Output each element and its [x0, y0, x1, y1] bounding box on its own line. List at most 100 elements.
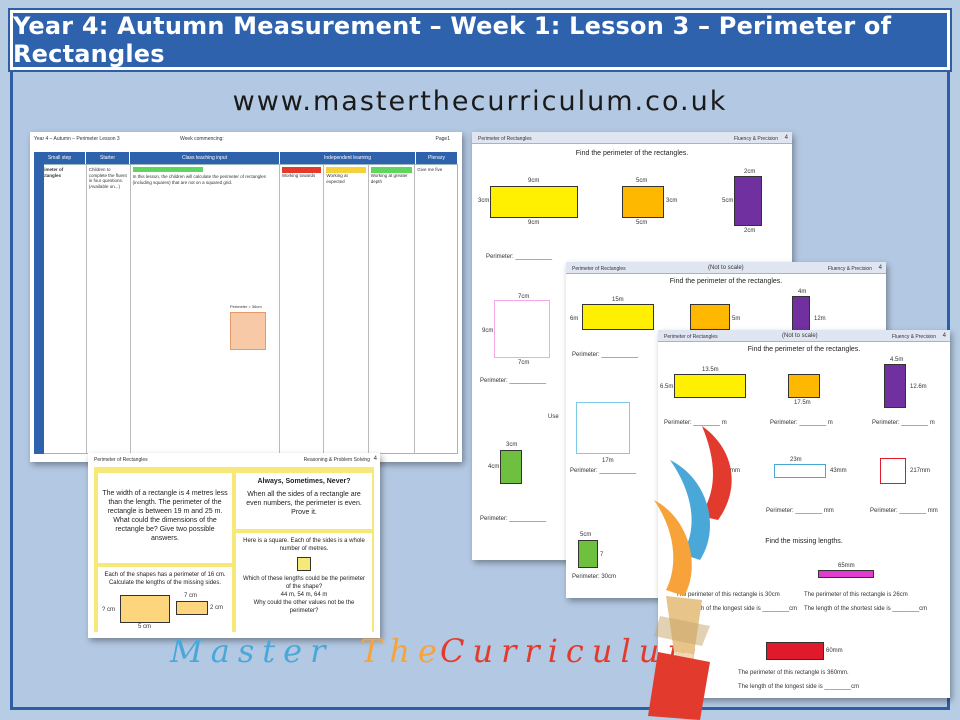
- dimension-label: ? cm: [102, 607, 116, 613]
- sheet-header: Perimeter of Rectangles: [94, 457, 148, 463]
- lesson-plan-sheet: Year 4 – Autumn – Perimeter Lesson 3 Wee…: [30, 132, 462, 462]
- always-sometimes-never: Always, Sometimes, Never? When all the s…: [236, 473, 372, 529]
- green-rectangle: [500, 450, 522, 484]
- green-rectangle: [578, 540, 598, 568]
- orange-shape-1: [120, 595, 170, 623]
- dimension-label: 65mm: [838, 563, 855, 569]
- dimension-label: 17.5m: [794, 400, 811, 406]
- sheet-header-strip: [658, 330, 950, 342]
- lesson-side-tab: [34, 164, 44, 454]
- fluency-sheet-3: Perimeter of Rectangles (Not to scale) F…: [658, 330, 950, 698]
- dimension-label: 9cm: [528, 178, 540, 184]
- dimension-label: 4.5m: [890, 357, 904, 363]
- sheet-number: 4: [942, 333, 946, 339]
- dimension-label: 6.5m: [660, 384, 674, 390]
- column-header: Plenary: [416, 152, 458, 164]
- sheet-header-strip: [566, 262, 886, 274]
- not-to-scale: (Not to scale): [708, 265, 744, 271]
- sheet-header: Perimeter of Rectangles: [664, 334, 718, 340]
- dimension-label: 5cm: [580, 532, 592, 538]
- logo-word-curriculum: Curriculum: [440, 632, 706, 670]
- missing-lengths: Find the missing lengths.: [765, 538, 843, 545]
- perimeter-answer: Perimeter: ________ mm: [766, 508, 834, 514]
- dimension-label: 12m: [814, 316, 826, 322]
- question-text: The length of the longest side is ______…: [738, 684, 860, 690]
- sheet-header: Perimeter of Rectangles: [572, 266, 626, 272]
- question-text: The perimeter of this rectangle is 26cm: [804, 592, 908, 598]
- dimension-label: 3cm: [478, 198, 490, 204]
- yellow-rectangle: [490, 186, 578, 218]
- dimension-label: 5cm: [636, 178, 648, 184]
- dimension-label: 43mm: [830, 468, 847, 474]
- dimension-label: 6m: [570, 316, 579, 322]
- perimeter-answer: Perimeter: ________ mm: [870, 508, 938, 514]
- reasoning-question-1: The width of a rectangle is 4 metres les…: [98, 473, 232, 563]
- dimension-label: 15m: [612, 297, 624, 303]
- use-label: Use: [548, 414, 559, 420]
- dimension-label: 217mm: [910, 468, 931, 474]
- sheet-tag: Fluency & Precision: [827, 266, 872, 272]
- dimension-label: 7 cm: [184, 593, 198, 599]
- lesson-plan-columns: Small step Starter Class teaching input …: [34, 152, 458, 164]
- dimension-label: 12.6m: [910, 384, 927, 390]
- dimension-label: 60mm: [826, 648, 843, 654]
- perimeter-given: Perimeter: 30cm: [572, 574, 617, 580]
- perimeter-answer: Perimeter: ___________: [572, 352, 639, 358]
- red-rectangle: [766, 642, 824, 660]
- perimeter-answer: Perimeter: ___________: [480, 516, 547, 522]
- column-header: Small step: [34, 152, 86, 164]
- sheet-number: 4: [878, 265, 882, 271]
- small-step-cell: Perimeter of Rectangles: [35, 165, 87, 453]
- sheet-number: 4: [784, 135, 788, 141]
- dimension-label: 5cm: [722, 198, 734, 204]
- independent-cell: Working towards Working at expected Work…: [280, 165, 416, 453]
- perimeter-answer: Perimeter: ________ m: [664, 420, 727, 426]
- dimension-label: 5 cm: [138, 624, 152, 630]
- perimeter-answer: Perimeter: ___________: [486, 254, 553, 260]
- column-header: Class teaching input: [130, 152, 280, 164]
- dimension-label: 5cm: [636, 220, 648, 226]
- dimension-label: 17m: [602, 458, 614, 464]
- column-header: Independent learning: [280, 152, 416, 164]
- perimeter-answer: Perimeter: ________ m: [770, 420, 833, 426]
- question-text: The perimeter of this rectangle is 30cm: [676, 592, 780, 598]
- perimeter-answer: Perimeter: ________ m: [872, 420, 935, 426]
- dimension-label: 4cm: [488, 464, 500, 470]
- sheet-title: Find the perimeter of the rectangles.: [747, 346, 861, 353]
- sheet-header: Perimeter of Rectangles: [478, 136, 532, 142]
- mini-rectangle: [230, 312, 266, 350]
- sheet-number: 4: [373, 456, 377, 462]
- red-square: [880, 458, 906, 484]
- column-header: Starter: [86, 152, 130, 164]
- dimension-label: 7cm: [518, 360, 530, 366]
- not-to-scale: (Not to scale): [782, 333, 818, 339]
- dimension-label: 4m: [798, 289, 807, 295]
- orange-rectangle: [690, 304, 730, 330]
- dimension-label: 13.5m: [702, 367, 719, 373]
- yellow-rectangle: [582, 304, 654, 330]
- question-text: The length of the longest side is ______…: [676, 606, 798, 612]
- magenta-rectangle: [818, 570, 874, 578]
- square-question: Here is a square. Each of the sides is a…: [236, 533, 372, 633]
- blue-square: [576, 402, 630, 454]
- dimension-label: 5m: [732, 316, 741, 322]
- title-bar: Year 4: Autumn Measurement – Week 1: Les…: [8, 8, 952, 72]
- logo-word-the: The: [360, 632, 445, 670]
- starter-cell: Children to complete the fluent in four …: [87, 165, 131, 453]
- dimension-label: 9cm: [528, 220, 540, 226]
- purple-rectangle: [734, 176, 762, 226]
- perimeter-answer: Perimeter: ___________: [570, 468, 637, 474]
- dimension-label: 23m: [790, 457, 802, 463]
- page-title: Year 4: Autumn Measurement – Week 1: Les…: [13, 12, 892, 68]
- dimension-label: 2cm: [744, 228, 756, 234]
- logo-text: Master The Curriculum: [170, 632, 698, 672]
- dimension-label: 2 cm: [210, 605, 224, 611]
- lesson-plan-title: Year 4 – Autumn – Perimeter Lesson 3: [34, 136, 120, 142]
- sheet-header-strip: [472, 132, 792, 144]
- lesson-plan-week: Week commencing:: [180, 136, 224, 142]
- orange-rectangle: [788, 374, 820, 398]
- perimeter-answer: Perimeter: ___________: [480, 378, 547, 384]
- pink-square: [494, 300, 550, 358]
- dimension-label: 2cm: [744, 169, 756, 175]
- question-text: The length of the shortest side is _____…: [804, 606, 928, 612]
